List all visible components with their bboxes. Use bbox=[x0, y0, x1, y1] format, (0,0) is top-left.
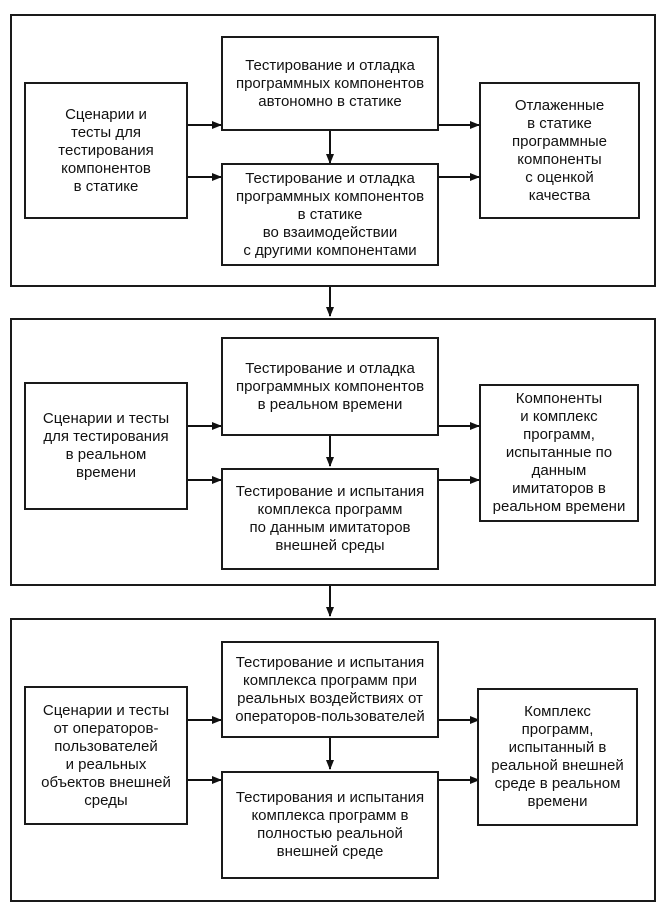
stage-1-result-box: Отлаженные в статике программные компоне… bbox=[479, 82, 640, 219]
stage-2-frame bbox=[10, 318, 656, 586]
stage-2-step-top-box: Тестирование и отладка программных компо… bbox=[221, 337, 439, 436]
stage-3-inputs-box: Сценарии и тесты от операторов- пользова… bbox=[24, 686, 188, 825]
stage-3-result-box: Комплекс программ, испытанный в реальной… bbox=[477, 688, 638, 826]
stage-2-step-bottom-box: Тестирование и испытания комплекса прогр… bbox=[221, 468, 439, 570]
stage-1-step-top-box: Тестирование и отладка программных компо… bbox=[221, 36, 439, 131]
stage-2-inputs-box: Сценарии и тесты для тестирования в реал… bbox=[24, 382, 188, 510]
stage-1-inputs-box: Сценарии и тесты для тестирования компон… bbox=[24, 82, 188, 219]
stage-2-result-box: Компоненты и комплекс программ, испытанн… bbox=[479, 384, 639, 522]
stage-3-frame bbox=[10, 618, 656, 902]
stage-3-step-bottom-box: Тестирования и испытания комплекса прогр… bbox=[221, 771, 439, 879]
stage-3-step-top-box: Тестирование и испытания комплекса прогр… bbox=[221, 641, 439, 738]
stage-1-frame bbox=[10, 14, 656, 287]
stage-1-step-bottom-box: Тестирование и отладка программных компо… bbox=[221, 163, 439, 266]
